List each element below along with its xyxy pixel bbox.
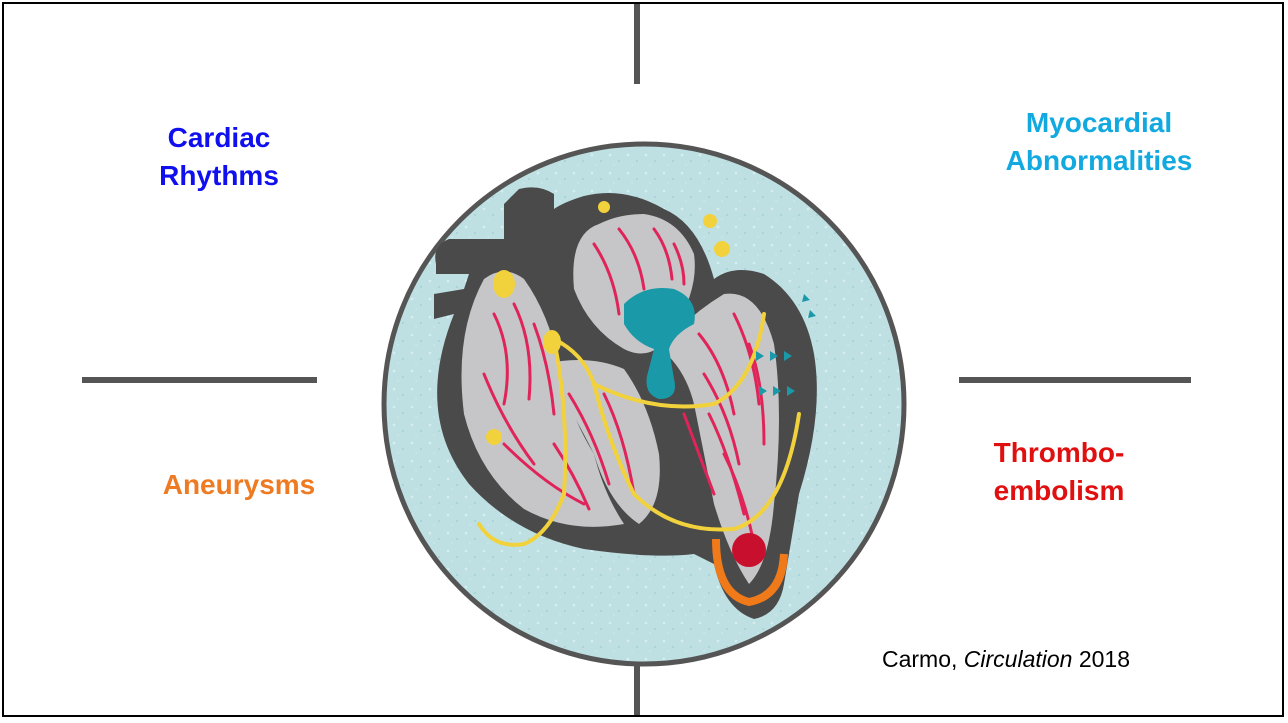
divider-right <box>959 377 1191 383</box>
av-node <box>543 330 561 354</box>
citation-author: Carmo, <box>882 646 964 672</box>
divider-left <box>82 377 317 383</box>
heart-illustration <box>354 114 934 694</box>
label-cardiac-rhythms: Cardiac Rhythms <box>104 119 334 195</box>
thrombus <box>732 533 766 567</box>
citation-year: 2018 <box>1072 646 1130 672</box>
divider-top <box>634 4 640 84</box>
citation: Carmo, Circulation 2018 <box>882 646 1130 673</box>
sa-node <box>493 270 515 298</box>
label-thromboembolism: Thrombo- embolism <box>964 434 1154 510</box>
label-myocardial-abnormalities: Myocardial Abnormalities <box>1004 104 1194 180</box>
label-aneurysms: Aneurysms <box>144 466 334 504</box>
citation-journal: Circulation <box>964 646 1073 672</box>
